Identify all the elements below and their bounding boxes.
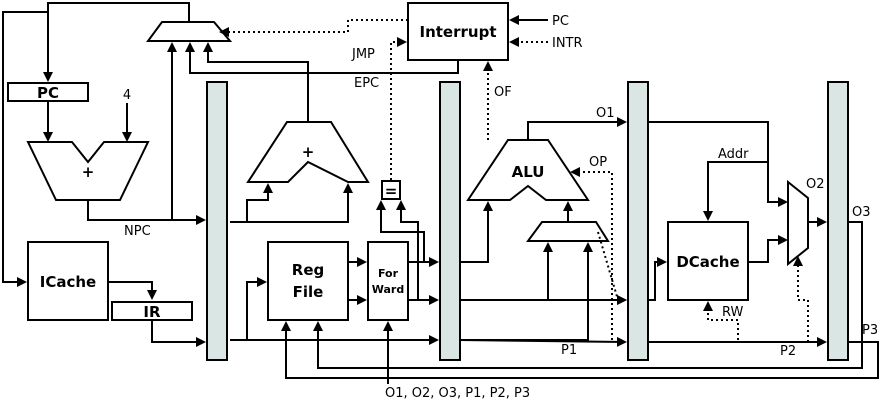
pc-mux [146,21,233,42]
regfile-label-line2: File [293,283,324,301]
o2-label: O2 [806,177,825,192]
ir-label: IR [143,303,161,321]
dcache-block: DCache [667,221,749,301]
p3-label: P3 [862,323,878,338]
pipeline-register-ex-mem [627,81,649,361]
adder2-plus: + [302,143,315,161]
rw-label: RW [722,305,744,320]
eq-label: = [385,182,398,200]
o3-label: O3 [852,205,871,220]
npc-label: NPC [124,224,151,239]
pc-label: PC [37,84,59,102]
pipeline-register-if-id [206,81,228,361]
interrupt-label: Interrupt [420,23,497,41]
equality-comparator: = [381,180,401,200]
constant-four: 4 [123,88,131,103]
p2-label: P2 [780,344,796,359]
o1-label: O1 [596,106,615,121]
p1-label: P1 [561,343,577,358]
pipeline-register-id-ex [439,81,461,361]
jmp-label: JMP [351,47,375,62]
pipeline-register-mem-wb [827,81,849,361]
forward-label-line2: Ward [372,283,404,296]
epc-label: EPC [354,76,379,91]
register-file-block: Reg File [267,241,349,321]
alu-operand-mux [526,221,610,242]
op-label: OP [589,155,607,170]
interrupt-block: Interrupt [407,2,509,61]
adder1-plus: + [82,163,95,181]
of-label: OF [494,85,512,100]
bypass-list-label: O1, O2, O3, P1, P2, P3 [385,386,530,401]
branch-target-adder: + [246,121,370,183]
regfile-label-line1: Reg [292,261,324,279]
dcache-label: DCache [676,253,739,271]
alu-block: ALU [466,139,590,201]
addr-label: Addr [718,147,749,162]
pc-register: PC [7,82,89,102]
intr-input-label: INTR [552,36,583,51]
forward-label-line1: For [378,267,399,280]
ir-register: IR [111,301,193,321]
mem-output-mux [787,179,809,267]
alu-label: ALU [512,163,545,181]
pc-input-label: PC [552,14,569,29]
icache-label: ICache [40,273,96,291]
pc-increment-adder: + [26,141,150,201]
forward-unit-block: For Ward [367,241,409,321]
icache-block: ICache [27,241,109,321]
